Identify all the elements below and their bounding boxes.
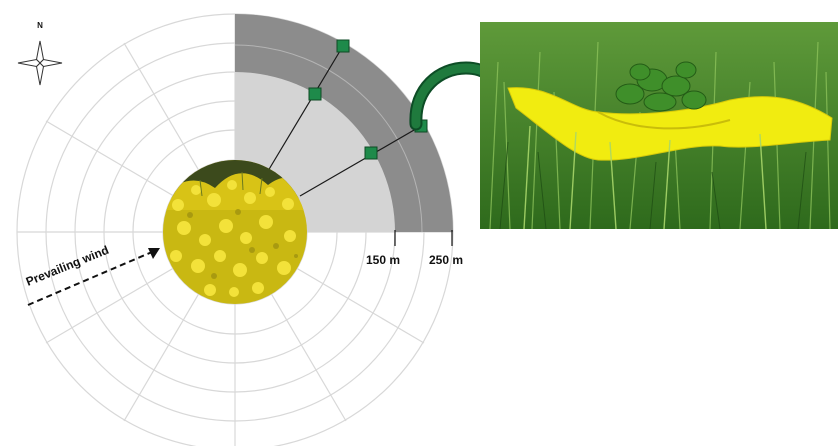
wind-arrowhead (148, 248, 160, 259)
wind-arrow (27, 251, 153, 306)
compass-rose-icon (17, 40, 63, 86)
trap-marker (336, 39, 350, 53)
trap-marker (364, 146, 378, 160)
distance-250-label: 250 m (429, 253, 463, 267)
trap-marker (308, 87, 322, 101)
trap-field-photo (480, 22, 838, 229)
transect-lines (267, 45, 422, 197)
rapeseed-field-photo (163, 160, 307, 304)
mid-ring-line (234, 44, 423, 233)
distance-150-label: 150 m (366, 253, 400, 267)
compass-north-label: N (37, 21, 43, 30)
wind-label: Prevailing wind (24, 243, 111, 289)
rapeseed-seedling (615, 61, 707, 112)
